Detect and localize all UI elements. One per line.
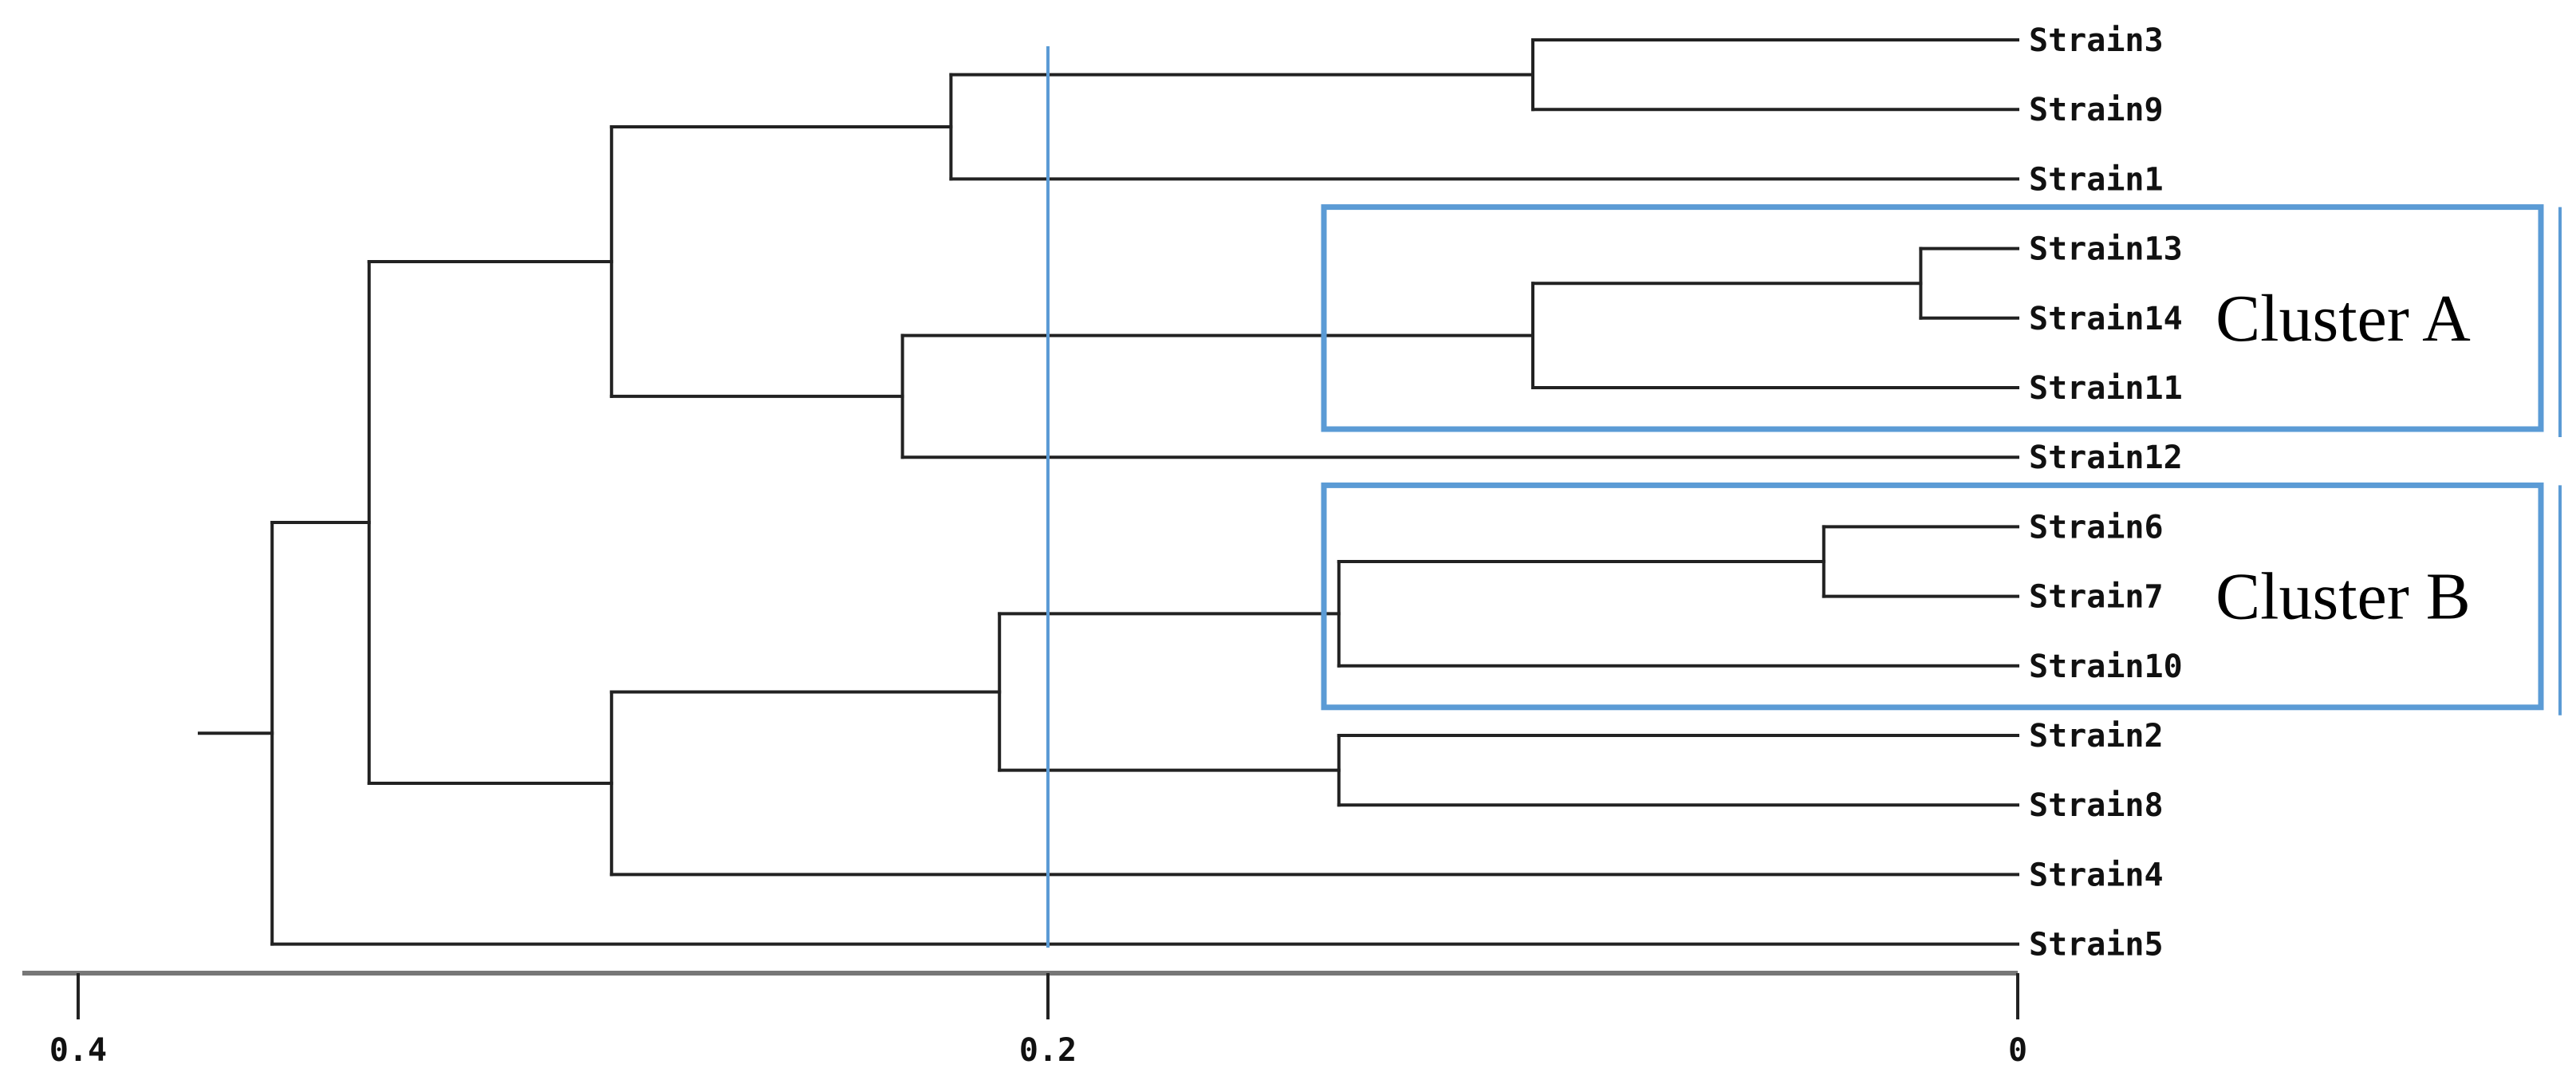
leaf-label: Strain5 bbox=[2029, 927, 2164, 964]
leaf-labels: Strain3Strain9Strain1Strain13Strain14Str… bbox=[2029, 22, 2183, 964]
dendrogram-branches bbox=[198, 38, 2019, 946]
axis-tick-label: 0.2 bbox=[1019, 1032, 1077, 1069]
cluster-label: Cluster A bbox=[2216, 282, 2471, 356]
leaf-label: Strain6 bbox=[2029, 509, 2164, 546]
leaf-label: Strain2 bbox=[2029, 718, 2164, 755]
cluster-label: Cluster B bbox=[2216, 560, 2471, 634]
leaf-label: Strain12 bbox=[2029, 440, 2183, 476]
axis-tick-label: 0.4 bbox=[49, 1032, 107, 1069]
leaf-label: Strain4 bbox=[2029, 857, 2164, 893]
leaf-label: Strain1 bbox=[2029, 161, 2164, 198]
cluster-box bbox=[1321, 204, 2544, 432]
leaf-label: Strain10 bbox=[2029, 648, 2183, 685]
axis-tick-label: 0 bbox=[2008, 1032, 2027, 1069]
cluster-annotations: Cluster A Cluster B bbox=[1321, 204, 2562, 715]
distance-axis: 0.4 0.2 0 bbox=[22, 971, 2027, 1069]
leaf-label: Strain3 bbox=[2029, 22, 2164, 59]
leaf-label: Strain13 bbox=[2029, 231, 2183, 268]
leaf-label: Strain9 bbox=[2029, 92, 2164, 128]
cluster-box bbox=[1321, 482, 2544, 711]
leaf-label: Strain7 bbox=[2029, 579, 2164, 616]
leaf-label: Strain8 bbox=[2029, 787, 2164, 824]
leaf-label: Strain11 bbox=[2029, 370, 2183, 407]
leaf-label: Strain14 bbox=[2029, 301, 2183, 337]
